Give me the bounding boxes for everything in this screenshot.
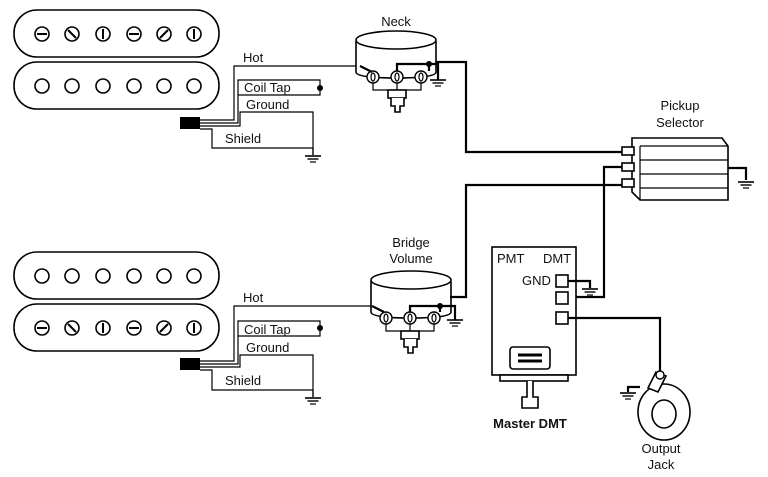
neck-coil-bottom	[13, 61, 220, 110]
bridge-coil-tap-label: Coil Tap	[244, 322, 291, 337]
bridge-coil-top	[13, 251, 220, 300]
bridge-pot-label-line1: Bridge	[392, 235, 430, 250]
bridge-cable-clamp	[180, 358, 200, 370]
master-dmt-module	[491, 246, 577, 409]
bridge-coil-bottom	[13, 303, 220, 352]
bridge-hot-label: Hot	[243, 290, 264, 305]
bridge-pot-label-line2: Volume	[389, 251, 432, 266]
neck-hot-label: Hot	[243, 50, 264, 65]
bridge-pickup-wires	[200, 305, 372, 405]
selector-output-wire	[568, 165, 622, 299]
bridge-ground-label: Ground	[246, 340, 289, 355]
selector-label-line2: Selector	[656, 115, 704, 130]
selector-label-line1: Pickup	[660, 98, 699, 113]
neck-humbucker	[13, 9, 220, 129]
bridge-pot-wires	[371, 183, 630, 327]
output-jack-label-line2: Jack	[648, 457, 675, 472]
neck-shield-label: Shield	[225, 131, 261, 146]
output-jack	[619, 370, 691, 441]
neck-pot-label: Neck	[381, 14, 411, 29]
neck-ground-label: Ground	[246, 97, 289, 112]
output-jack-label-line1: Output	[641, 441, 680, 456]
dmt-wires	[568, 279, 662, 376]
neck-pot-wires	[359, 60, 630, 154]
bridge-humbucker	[13, 251, 220, 370]
dmt-gnd-label: GND	[522, 273, 551, 288]
neck-cable-clamp	[180, 117, 200, 129]
neck-pickup-wires	[200, 65, 360, 163]
neck-pot	[355, 30, 437, 113]
pickup-selector	[621, 137, 755, 201]
neck-coil-top	[13, 9, 220, 58]
dmt-pmt-label: PMT	[497, 251, 525, 266]
neck-coil-tap-label: Coil Tap	[244, 80, 291, 95]
dmt-dmt-label: DMT	[543, 251, 571, 266]
bridge-shield-label: Shield	[225, 373, 261, 388]
dmt-caption: Master DMT	[493, 416, 567, 431]
